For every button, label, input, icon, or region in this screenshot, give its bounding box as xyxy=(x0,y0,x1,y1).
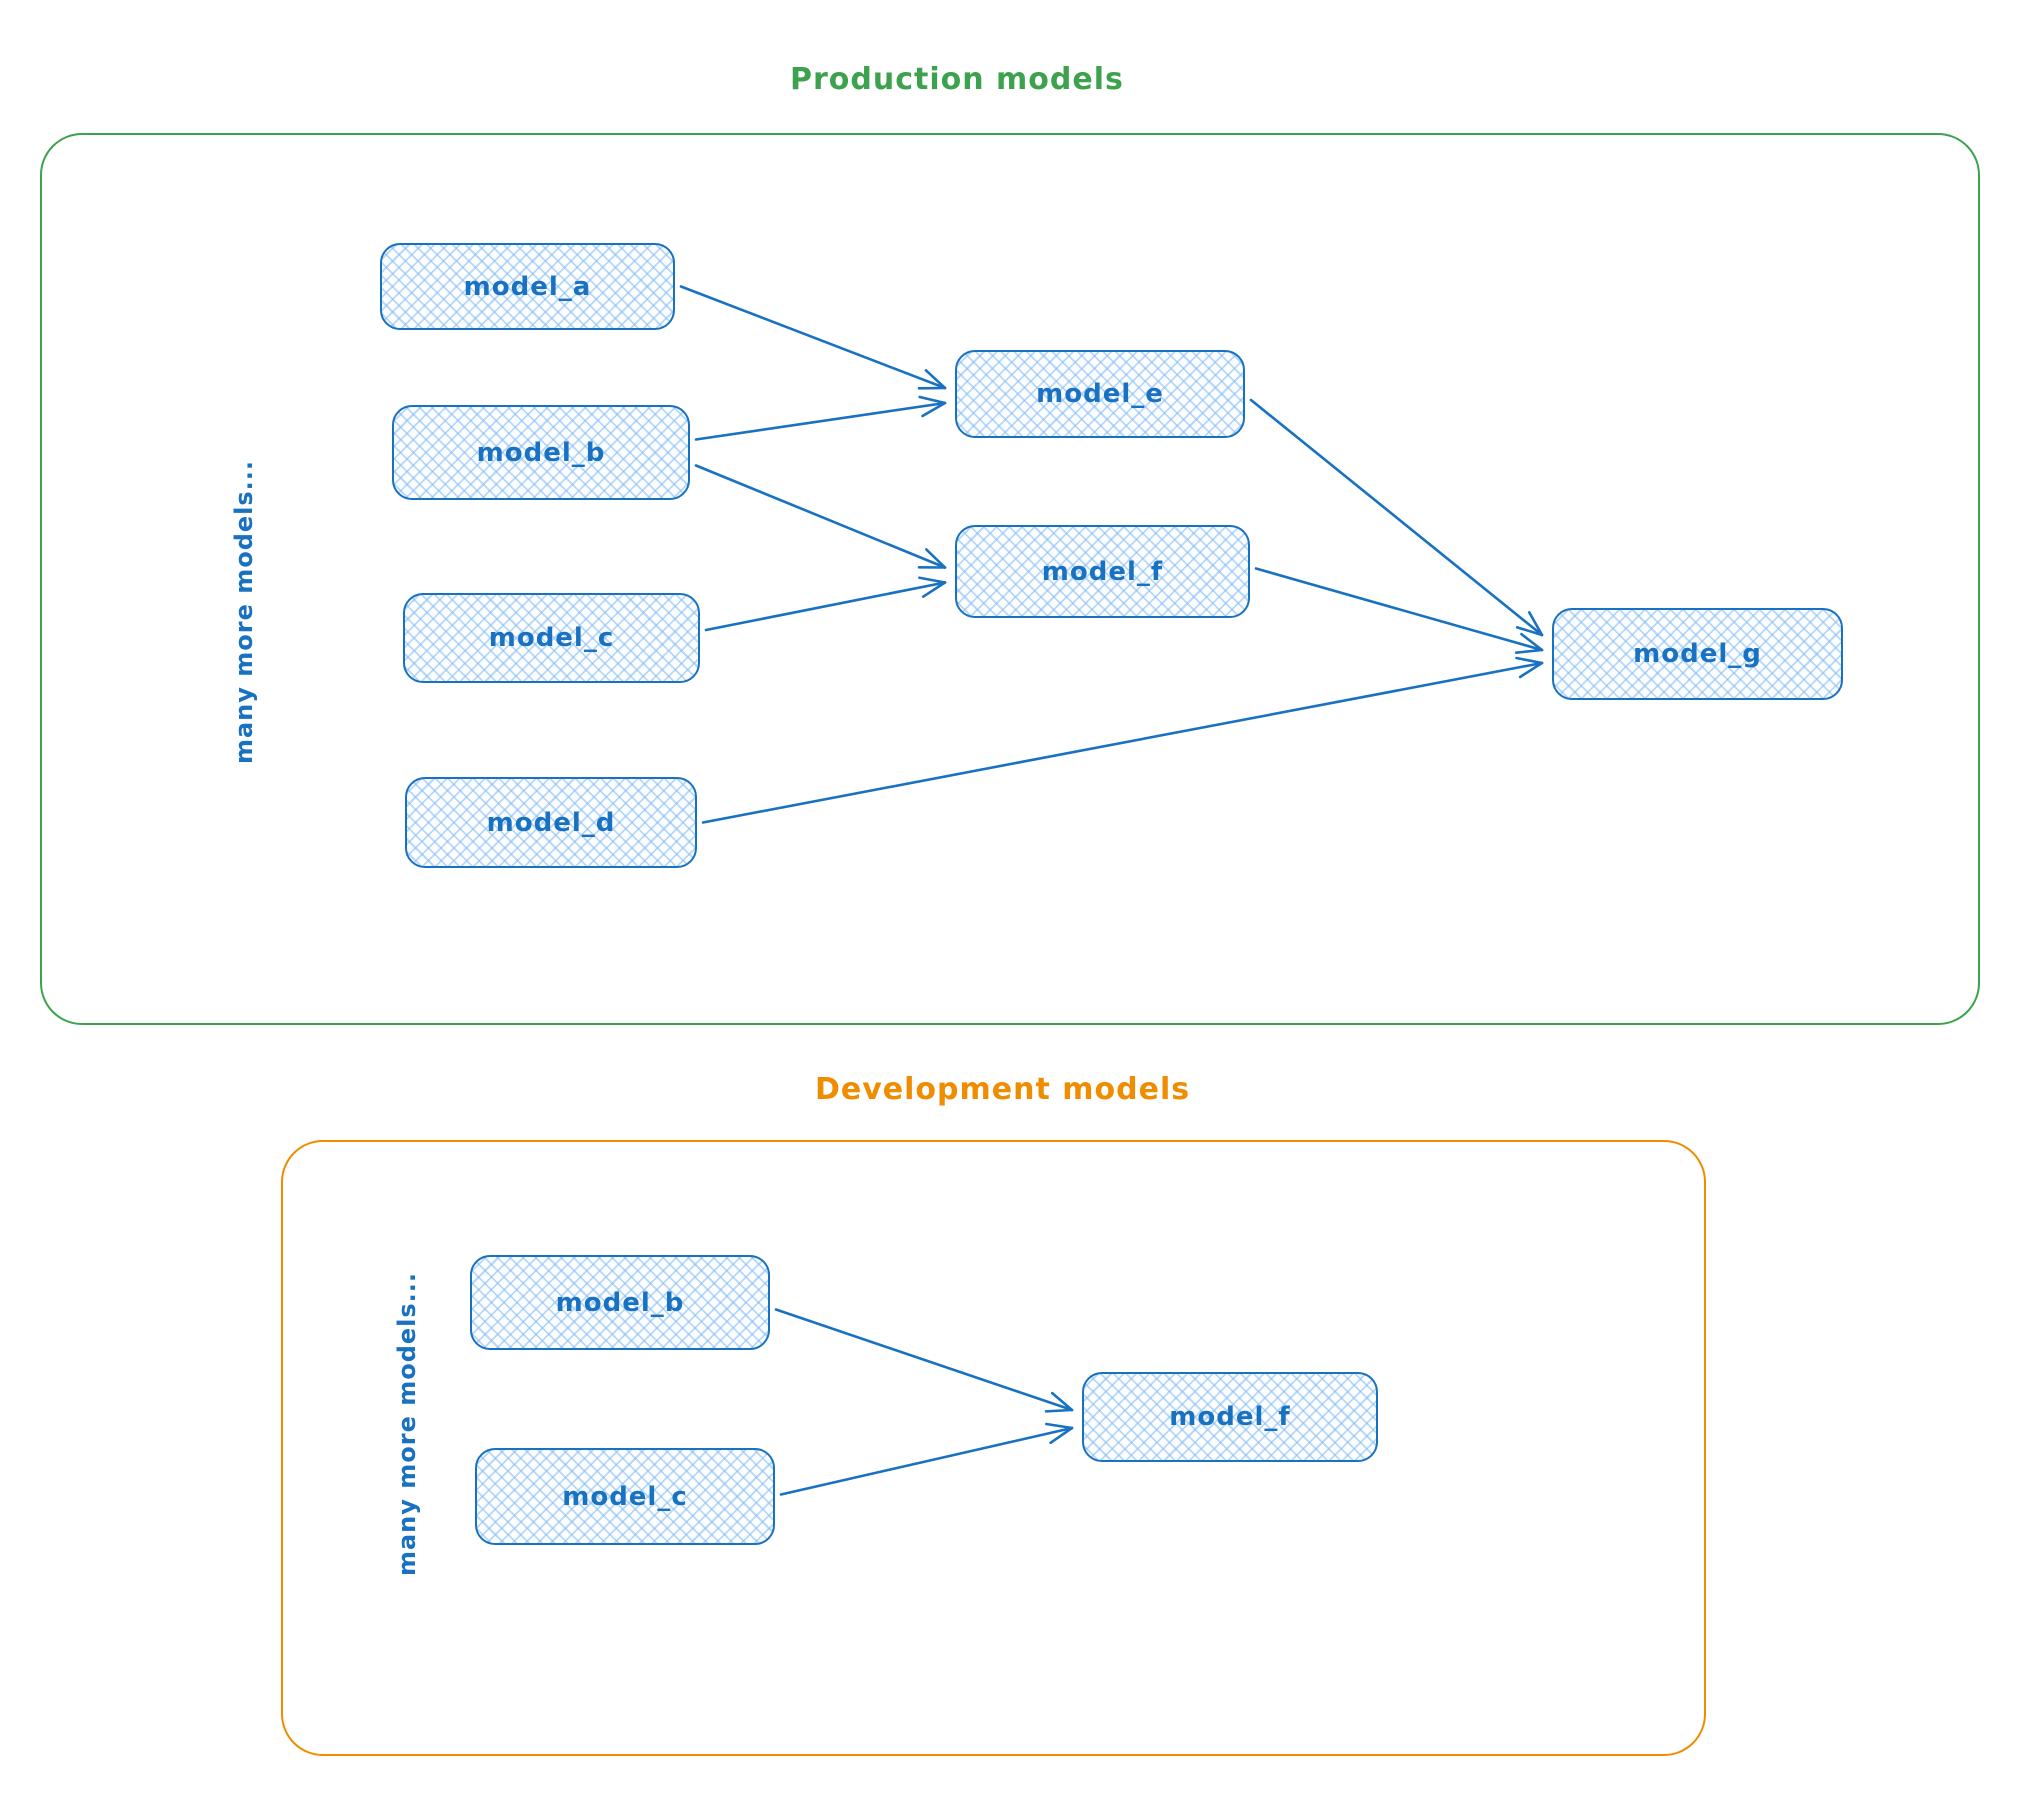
development-container xyxy=(281,1140,1706,1756)
node-prod-model_e: model_e xyxy=(955,350,1245,438)
node-prod-model_f: model_f xyxy=(955,525,1250,618)
node-dev-model_f: model_f xyxy=(1082,1372,1378,1462)
node-dev-model_c: model_c xyxy=(475,1448,775,1545)
production-side-label: many more models... xyxy=(230,459,258,765)
node-prod-model_d: model_d xyxy=(405,777,697,868)
node-prod-model_c: model_c xyxy=(403,593,700,683)
production-container xyxy=(40,133,1980,1025)
node-prod-model_g: model_g xyxy=(1552,608,1843,700)
development-section-title: Development models xyxy=(815,1072,1191,1107)
node-dev-model_b: model_b xyxy=(470,1255,770,1350)
node-prod-model_b: model_b xyxy=(392,405,690,500)
development-side-label: many more models... xyxy=(393,1271,421,1577)
node-prod-model_a: model_a xyxy=(380,243,675,330)
production-section-title: Production models xyxy=(790,62,1124,97)
